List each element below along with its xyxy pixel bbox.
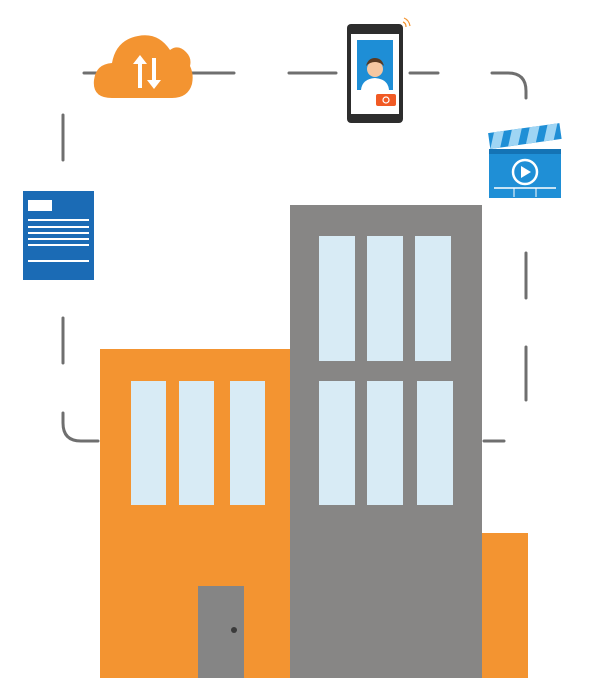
video-clapperboard-icon: [488, 123, 562, 198]
window: [230, 381, 265, 505]
tower-windows-upper: [319, 236, 451, 361]
window: [417, 381, 453, 505]
orange-building: [100, 349, 290, 678]
window: [367, 236, 403, 361]
connector-bottom-left-corner: [61, 411, 100, 443]
mobile-phone-doctor-icon: [347, 17, 411, 123]
document-icon: [23, 191, 94, 280]
gray-tower-building: [290, 205, 482, 678]
building-door: [198, 586, 244, 678]
window: [319, 381, 355, 505]
building-windows: [131, 381, 265, 505]
window: [179, 381, 214, 505]
orange-annex-building: [482, 533, 528, 678]
cloud-upload-download-icon: [93, 35, 193, 98]
window: [319, 236, 355, 361]
door-knob: [231, 627, 237, 633]
connector-right-corner: [490, 71, 528, 100]
window: [131, 381, 166, 505]
signal-icon: [402, 17, 411, 28]
tower-windows-lower: [319, 381, 453, 505]
window: [415, 236, 451, 361]
window: [367, 381, 403, 505]
